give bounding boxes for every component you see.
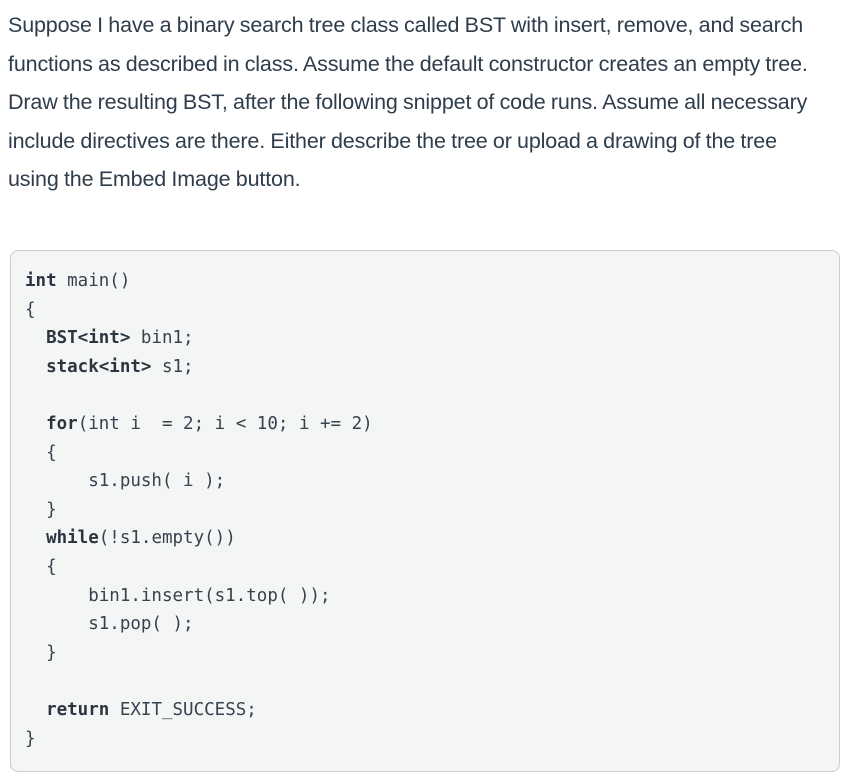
code-text: { [25,442,57,463]
code-line: for(int i = 2; i < 10; i += 2) [25,410,825,439]
code-line: } [25,725,825,754]
code-keyword: while [46,528,99,549]
code-text [25,700,46,720]
code-line: return EXIT_SUCCESS; [25,696,825,725]
question-prompt-text: Suppose I have a binary search tree clas… [8,13,808,191]
code-text: } [25,499,57,520]
code-text [25,328,46,348]
code-text [25,414,46,434]
code-snippet: int main() { BST<int> bin1; stack<int> s… [25,267,825,753]
code-line: } [25,496,825,525]
code-line: s1.push( i ); [25,467,825,496]
code-text: bin1.insert(s1.top( )); [25,585,331,606]
code-text: } [25,642,57,663]
code-text: s1; [151,356,194,377]
code-line [25,667,825,696]
code-type: BST<int> [46,328,131,349]
code-line: { [25,296,825,325]
code-text: EXIT_SUCCESS; [109,699,257,720]
code-text [25,528,46,548]
code-text [25,357,46,377]
code-line: s1.pop( ); [25,610,825,639]
code-line: stack<int> s1; [25,353,825,382]
code-line: { [25,553,825,582]
code-line [25,381,825,410]
code-keyword: int [25,271,57,291]
code-line: } [25,639,825,668]
code-text: (!s1.empty()) [98,528,236,549]
code-line: while(!s1.empty()) [25,524,825,553]
code-text: s1.pop( ); [25,614,194,635]
code-type: stack<int> [46,356,152,377]
code-text: bin1; [130,328,194,349]
code-text: (int i = 2; i < 10; i += 2) [77,413,373,434]
code-line: int main() [25,267,825,296]
code-line: BST<int> bin1; [25,324,825,353]
code-text: } [25,728,36,749]
code-text: { [25,299,36,320]
code-line: { [25,439,825,468]
code-snippet-block: int main() { BST<int> bin1; stack<int> s… [10,250,840,773]
code-line: bin1.insert(s1.top( )); [25,582,825,611]
code-keyword: for [46,413,78,434]
code-keyword: return [46,699,110,720]
code-text: { [25,556,57,577]
code-text: s1.push( i ); [25,471,226,492]
code-text: main() [56,271,131,291]
